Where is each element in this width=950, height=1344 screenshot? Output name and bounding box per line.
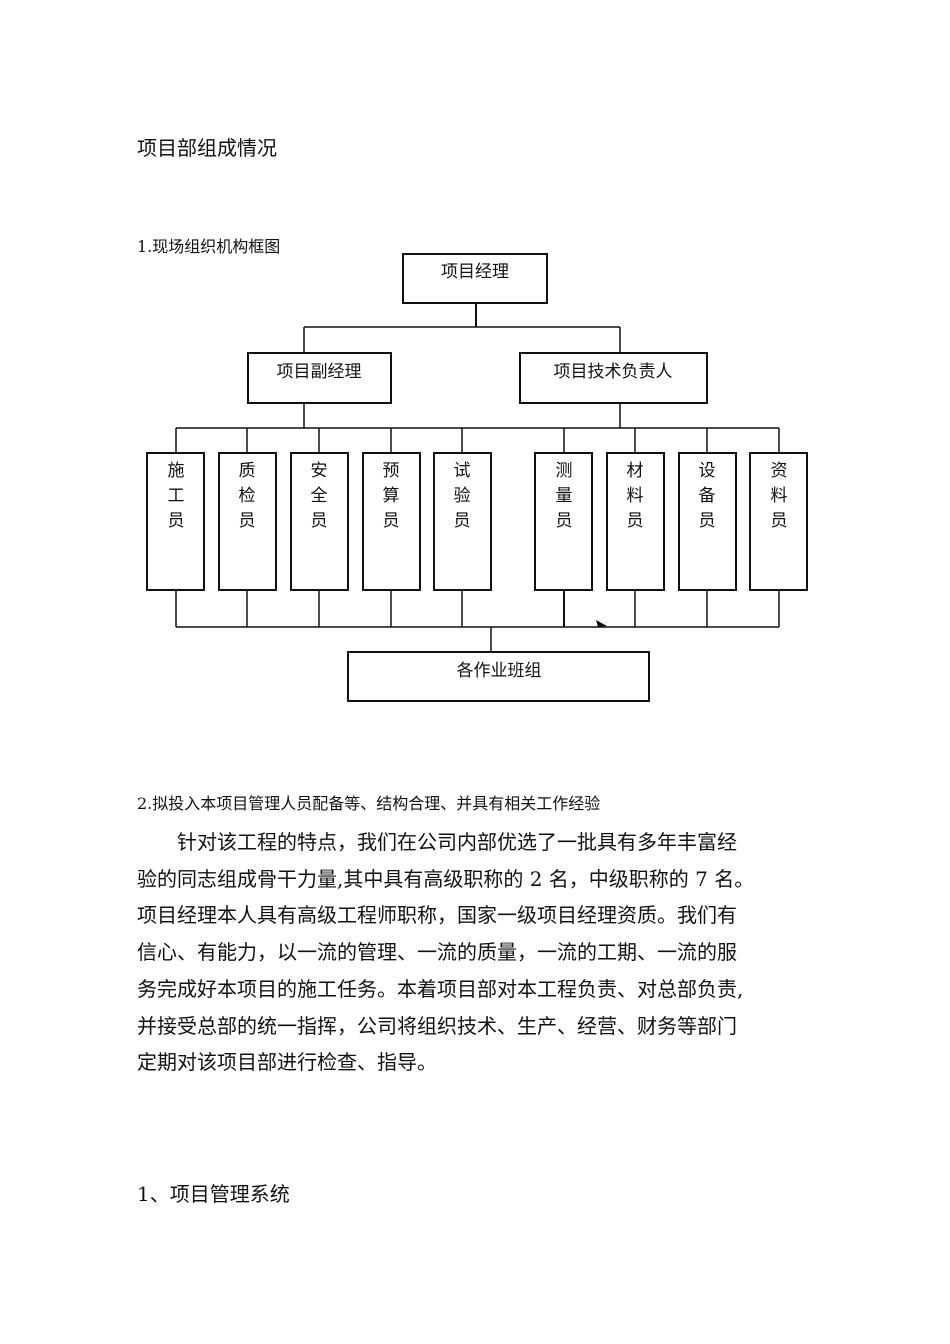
box-label-work-teams: 各作业班组	[457, 661, 542, 681]
staff-char: 员	[556, 511, 573, 531]
staff-char: 量	[556, 486, 573, 506]
staff-char: 料	[771, 486, 788, 506]
staff-char: 预	[383, 461, 400, 481]
staff-char: 验	[454, 486, 471, 506]
staff-char: 试	[454, 461, 471, 481]
box-label-technical-lead: 项目技术负责人	[554, 362, 673, 382]
staff-char: 员	[239, 511, 256, 531]
staff-char: 员	[699, 511, 716, 531]
staff-box-materials: 材 料 员	[606, 452, 665, 591]
paragraph-line: 定期对该项目部进行检查、指导。	[137, 1050, 437, 1075]
staff-box-budget: 预 算 员	[362, 452, 421, 591]
arrow-head-icon	[596, 620, 607, 627]
paragraph-line: 项目经理本人具有高级工程师职称，国家一级项目经理资质。我们有	[137, 903, 737, 928]
staff-char: 测	[556, 461, 573, 481]
staff-char: 员	[627, 511, 644, 531]
paragraph-line: 针对该工程的特点，我们在公司内部优选了一批具有多年丰富经	[177, 830, 737, 854]
staff-box-records: 资 料 员	[749, 452, 808, 591]
staff-box-construction: 施 工 员	[146, 452, 205, 591]
staff-box-safety: 安 全 员	[290, 452, 349, 591]
staff-box-testing: 试 验 员	[433, 452, 492, 591]
paragraph-line: 验的同志组成骨干力量,其中具有高级职称的 2 名，中级职称的 7 名。	[137, 866, 755, 891]
staff-char: 备	[699, 486, 716, 506]
staff-box-equipment: 设 备 员	[678, 452, 737, 591]
staff-char: 全	[311, 486, 328, 506]
staff-box-quality: 质 检 员	[218, 452, 277, 591]
box-deputy-manager: 项目副经理	[247, 352, 392, 404]
section-heading-staffing: 2.拟投入本项目管理人员配备等、结构合理、并具有相关工作经验	[137, 794, 601, 813]
paragraph-line: 并接受总部的统一指挥，公司将组织技术、生产、经营、财务等部门	[137, 1013, 737, 1038]
staff-char: 料	[627, 486, 644, 506]
box-technical-lead: 项目技术负责人	[519, 352, 708, 404]
paragraph-line: 务完成好本项目的施工任务。本着项目部对本工程负责、对总部负责,	[137, 976, 744, 1001]
staff-char: 员	[168, 511, 185, 531]
staff-char: 员	[311, 511, 328, 531]
staff-char: 安	[311, 461, 328, 481]
staff-char: 工	[168, 486, 185, 506]
staff-char: 算	[383, 486, 400, 506]
staff-char: 员	[771, 511, 788, 531]
section-heading-org-chart: 1.现场组织机构框图	[137, 237, 281, 256]
staff-box-surveying: 测 量 员	[534, 452, 593, 591]
staff-char: 员	[383, 511, 400, 531]
section-heading-management-system: 1、项目管理系统	[137, 1182, 290, 1206]
box-label-project-manager: 项目经理	[441, 262, 509, 282]
staff-char: 资	[771, 461, 788, 481]
staff-char: 质	[239, 461, 256, 481]
body-paragraph: 针对该工程的特点，我们在公司内部优选了一批具有多年丰富经 验的同志组成骨干力量,…	[137, 824, 827, 1081]
box-work-teams: 各作业班组	[347, 651, 650, 702]
staff-char: 材	[627, 461, 644, 481]
page-title: 项目部组成情况	[137, 136, 277, 160]
box-project-manager: 项目经理	[402, 253, 548, 304]
staff-char: 检	[239, 486, 256, 506]
staff-char: 施	[168, 461, 185, 481]
staff-char: 设	[699, 461, 716, 481]
box-label-deputy-manager: 项目副经理	[277, 362, 362, 382]
paragraph-line: 信心、有能力，以一流的管理、一流的质量，一流的工期、一流的服	[137, 940, 737, 965]
staff-char: 员	[454, 511, 471, 531]
connector-lines	[175, 303, 780, 652]
